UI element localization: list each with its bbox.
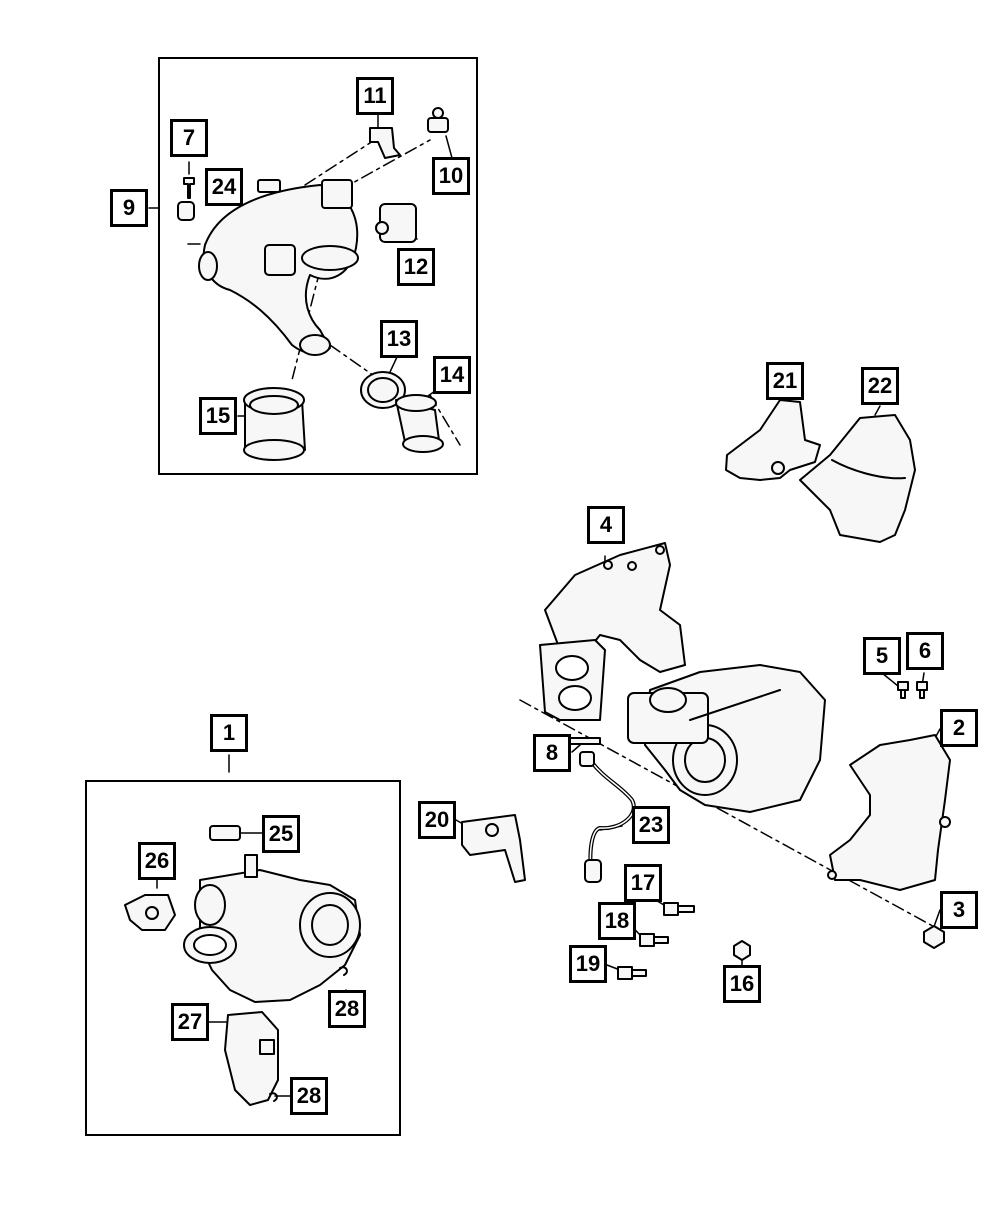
callout-7[interactable]: 7 bbox=[170, 119, 208, 157]
callout-17[interactable]: 17 bbox=[624, 864, 662, 902]
sensor-11 bbox=[369, 127, 401, 159]
callout-25[interactable]: 25 bbox=[262, 815, 300, 853]
clip-28 bbox=[269, 966, 348, 1102]
turbo-assembly-frame bbox=[85, 780, 401, 1136]
callout-8[interactable]: 8 bbox=[533, 734, 571, 772]
sensor-10 bbox=[427, 107, 449, 133]
nut-3 bbox=[923, 925, 945, 949]
gasket-4 bbox=[539, 639, 606, 721]
sensor-25 bbox=[209, 825, 241, 841]
turbocharger-main bbox=[627, 664, 826, 813]
callout-15[interactable]: 15 bbox=[199, 397, 237, 435]
callout-22[interactable]: 22 bbox=[861, 367, 899, 405]
callout-19[interactable]: 19 bbox=[569, 945, 607, 983]
hose-15 bbox=[243, 387, 306, 461]
bolt-6 bbox=[916, 681, 928, 699]
callout-9[interactable]: 9 bbox=[110, 189, 148, 227]
callout-5[interactable]: 5 bbox=[863, 637, 901, 675]
actuator-27 bbox=[224, 1011, 279, 1106]
bolt-5 bbox=[897, 681, 909, 699]
turbocharger-assembly-1 bbox=[183, 854, 361, 1003]
callout-18[interactable]: 18 bbox=[598, 902, 636, 940]
intake-tube-assembly bbox=[198, 179, 359, 356]
heat-shield-22 bbox=[799, 414, 916, 543]
callout-24[interactable]: 24 bbox=[205, 168, 243, 206]
actuator-26 bbox=[124, 894, 176, 931]
valve-12 bbox=[375, 203, 417, 243]
callout-26[interactable]: 26 bbox=[138, 842, 176, 880]
callout-14[interactable]: 14 bbox=[433, 356, 471, 394]
callout-23[interactable]: 23 bbox=[632, 806, 670, 844]
bolt-17 bbox=[663, 902, 695, 916]
callout-28b[interactable]: 28 bbox=[290, 1077, 328, 1115]
oil-line-23 bbox=[579, 751, 636, 883]
callout-4[interactable]: 4 bbox=[587, 506, 625, 544]
bolt-18 bbox=[639, 933, 669, 947]
callout-10[interactable]: 10 bbox=[432, 157, 470, 195]
hose-14 bbox=[395, 394, 444, 453]
callout-13[interactable]: 13 bbox=[380, 320, 418, 358]
callout-20[interactable]: 20 bbox=[418, 801, 456, 839]
callout-6[interactable]: 6 bbox=[906, 632, 944, 670]
heat-shield-21 bbox=[725, 399, 821, 481]
bracket-20 bbox=[461, 814, 526, 883]
callout-3[interactable]: 3 bbox=[940, 891, 978, 929]
callout-2[interactable]: 2 bbox=[940, 709, 978, 747]
nut-16 bbox=[733, 940, 751, 961]
callout-16[interactable]: 16 bbox=[723, 965, 761, 1003]
bolt-7 bbox=[177, 177, 195, 221]
bolt-19 bbox=[617, 966, 647, 980]
callout-28a[interactable]: 28 bbox=[328, 990, 366, 1028]
stud-8 bbox=[567, 737, 601, 745]
intake-group-frame bbox=[158, 57, 478, 475]
callout-1[interactable]: 1 bbox=[210, 714, 248, 752]
clamp-13 bbox=[360, 371, 406, 409]
callout-27[interactable]: 27 bbox=[171, 1003, 209, 1041]
callout-12[interactable]: 12 bbox=[397, 248, 435, 286]
callout-21[interactable]: 21 bbox=[766, 362, 804, 400]
callout-11[interactable]: 11 bbox=[356, 77, 394, 115]
shield-2 bbox=[827, 734, 951, 891]
